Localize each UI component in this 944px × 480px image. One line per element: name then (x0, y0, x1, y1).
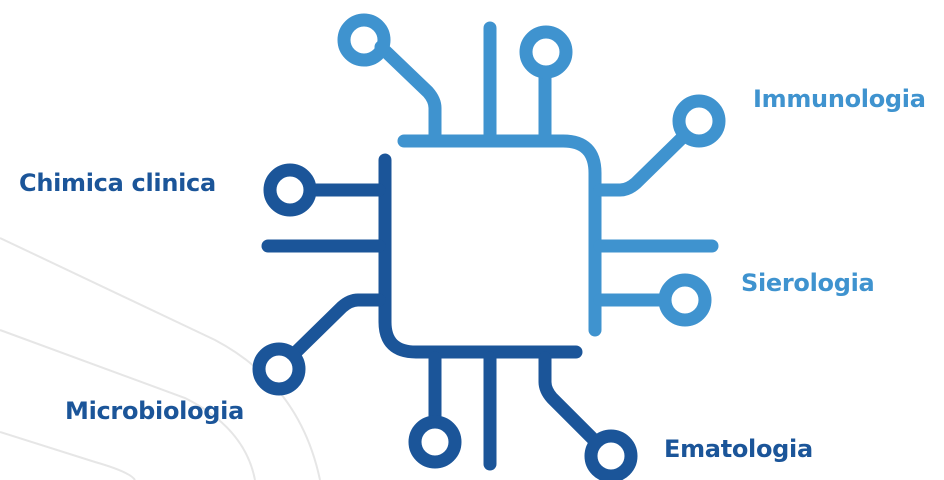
dark-circuit (252, 153, 638, 480)
pin-node-right-lower (658, 273, 712, 327)
label-microbiologia: Microbiologia (65, 397, 244, 425)
chip-outline-top-right (397, 134, 602, 337)
light-circuit (337, 13, 726, 337)
background-curves (0, 237, 321, 480)
label-ematologia: Ematologia (664, 435, 813, 463)
background-curve (0, 237, 321, 480)
pin-node-bottom-left (408, 415, 462, 469)
pin-bottom-right-bent (538, 351, 603, 449)
label-sierologia: Sierologia (741, 269, 875, 297)
background-curve (0, 431, 136, 480)
pin-top-left-bent (374, 40, 442, 143)
label-immunologia: Immunologia (753, 85, 926, 113)
label-chimica-clinica: Chimica clinica (19, 169, 216, 197)
pin-node-right-upper (672, 94, 726, 148)
pin-node-top-right (519, 25, 573, 79)
pin-node-left-lower (252, 342, 306, 396)
pin-node-bottom-right (584, 429, 638, 480)
background-curve (0, 329, 256, 480)
pin-node-top-left (337, 13, 391, 67)
pin-left-lower-bent (287, 293, 386, 361)
pin-node-left-upper (263, 163, 317, 217)
chip-outline-bottom-left (378, 153, 583, 359)
pin-right-upper-bent (593, 129, 691, 197)
